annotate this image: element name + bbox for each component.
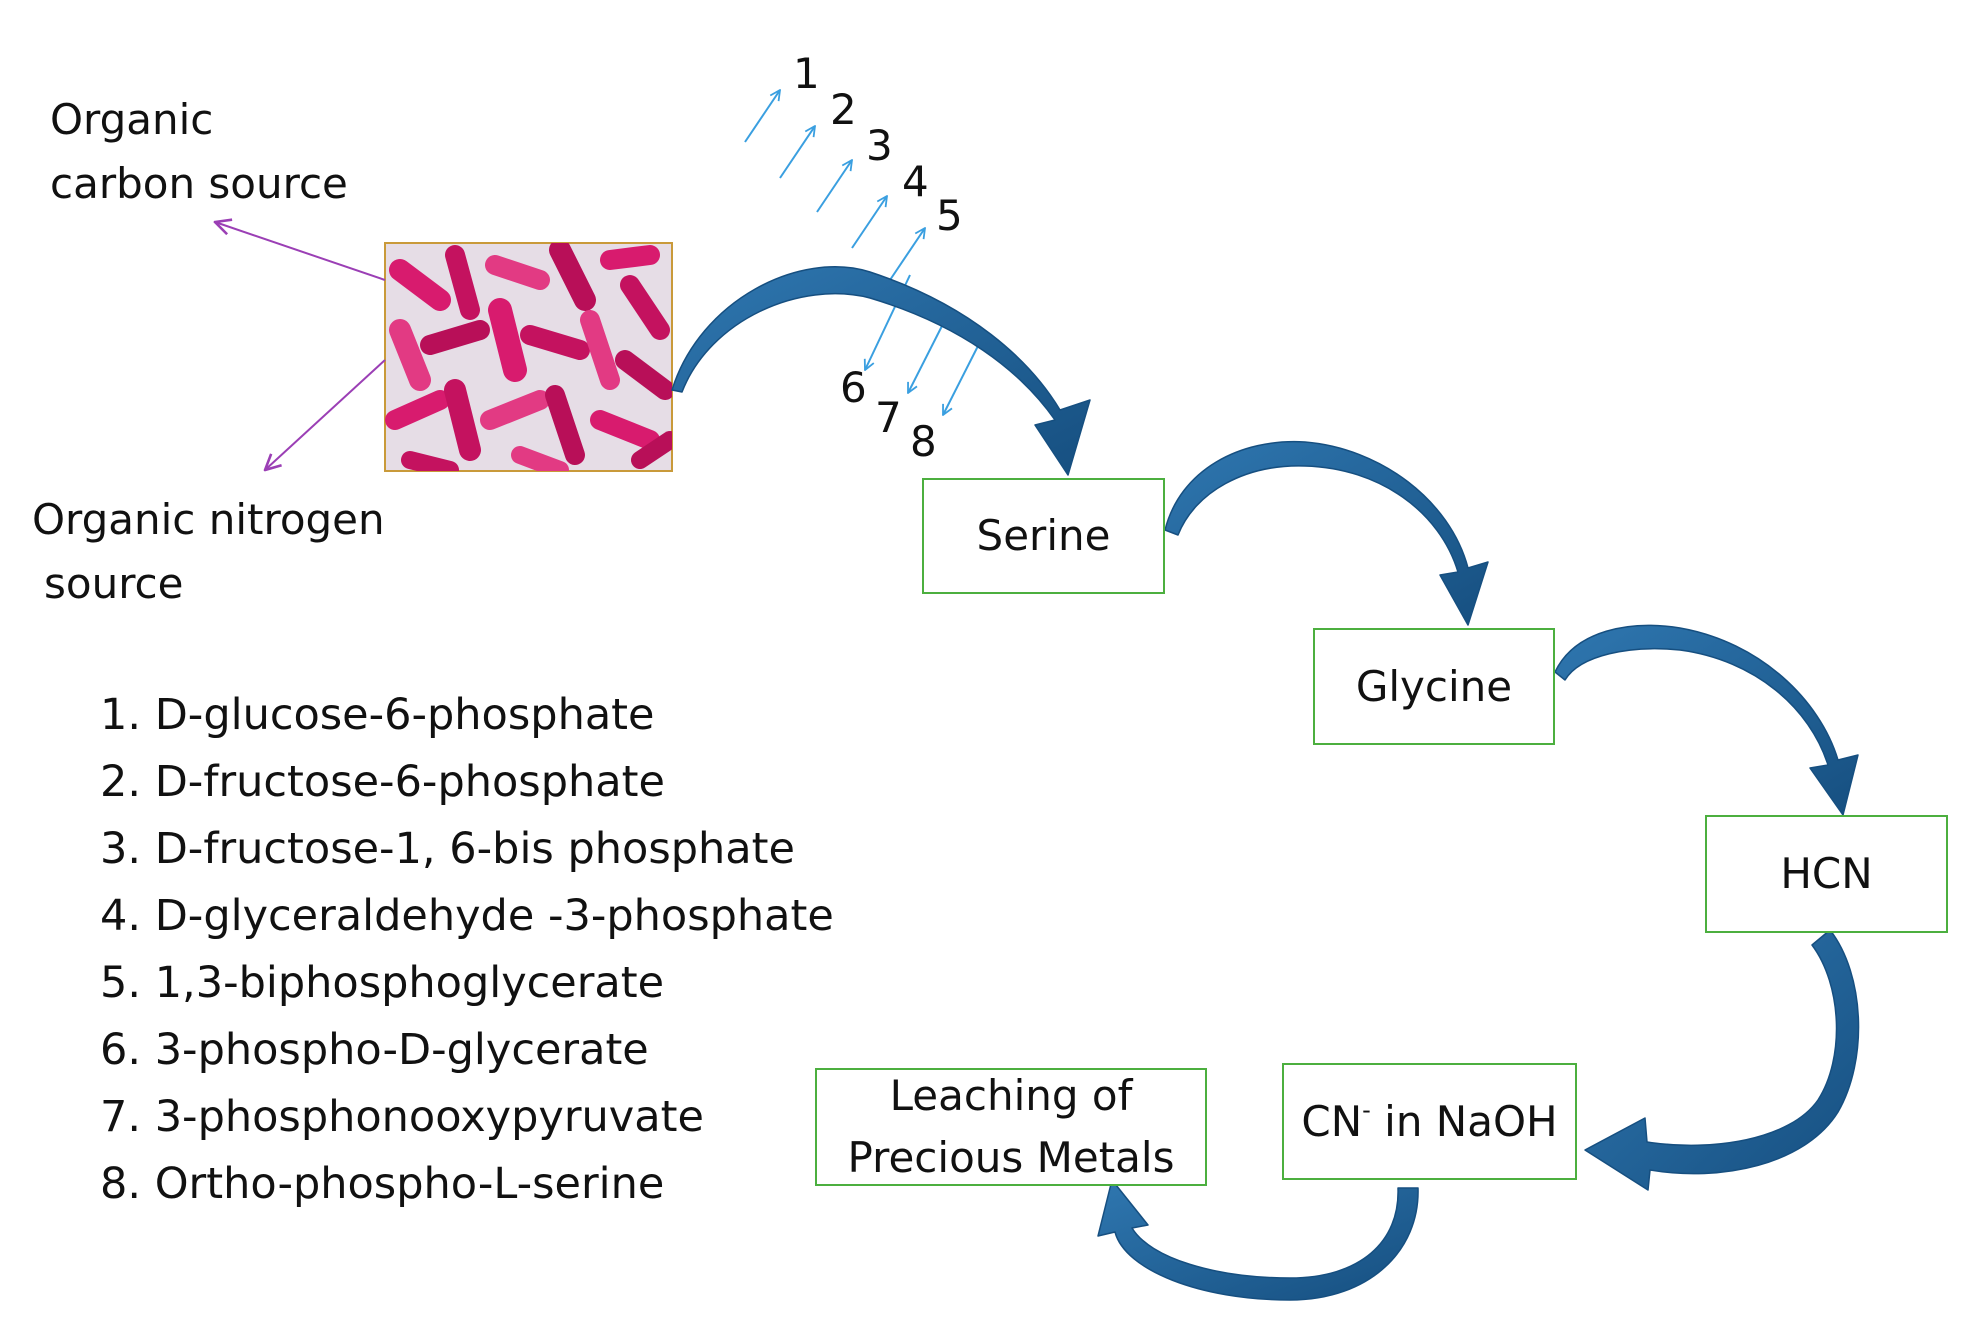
legend-item-5: 5. 1,3-biphosphoglycerate <box>100 958 665 1008</box>
step-number-5: 5 <box>936 191 963 240</box>
cn-base-text: CN <box>1301 1096 1363 1146</box>
legend-item-2: 2. D-fructose-6-phosphate <box>100 757 665 807</box>
serine-arrow-7 <box>908 319 946 393</box>
curved-arrow-serine-to-glycine <box>1164 440 1489 626</box>
curved-arrow-hcn-to-cn <box>1584 929 1860 1191</box>
organic-carbon-source-label: Organic carbon source <box>50 88 348 216</box>
leaching-label-line1: Leaching of <box>889 1071 1133 1120</box>
bacteria-micrograph-image <box>384 242 673 472</box>
cn-superscript: - <box>1362 1095 1371 1124</box>
legend-item-7: 7. 3-phosphonooxypyruvate <box>100 1092 704 1142</box>
glycolysis-arrow-1 <box>744 90 780 143</box>
step-number-6: 6 <box>840 363 867 412</box>
leaching-label-line2: Precious Metals <box>847 1133 1175 1182</box>
step-number-7: 7 <box>875 393 902 442</box>
legend-item-4: 4. D-glyceraldehyde -3-phosphate <box>100 891 834 941</box>
step-number-3: 3 <box>866 121 893 170</box>
nitrogen-pointer-arrow <box>265 359 386 470</box>
hcn-label: HCN <box>1780 849 1873 898</box>
organic-nitrogen-source-label: Organic nitrogen source <box>32 488 385 616</box>
curved-arrow-bacteria-to-serine <box>671 266 1091 476</box>
serine-box: Serine <box>922 478 1165 594</box>
compound-legend: 1. D-glucose-6-phosphate 2. D-fructose-6… <box>100 682 834 1218</box>
nitrogen-label-line2: source <box>44 559 184 608</box>
glycolysis-arrow-3 <box>816 160 852 213</box>
step-number-4: 4 <box>902 157 929 206</box>
leaching-box: Leaching of Precious Metals <box>815 1068 1207 1186</box>
cn-in-naoh-box: CN- in NaOH <box>1282 1063 1577 1180</box>
step-number-2: 2 <box>830 85 857 134</box>
carbon-label-line1: Organic <box>50 95 214 144</box>
legend-item-6: 6. 3-phospho-D-glycerate <box>100 1025 649 1075</box>
glycolysis-arrows <box>744 90 981 415</box>
hcn-box: HCN <box>1705 815 1948 933</box>
glycolysis-arrow-4 <box>851 196 887 249</box>
serine-label: Serine <box>976 511 1111 560</box>
carbon-label-line2: carbon source <box>50 159 348 208</box>
legend-item-1: 1. D-glucose-6-phosphate <box>100 690 655 740</box>
cn-rest-text: in NaOH <box>1370 1096 1558 1146</box>
glycine-box: Glycine <box>1313 628 1555 745</box>
carbon-pointer-arrow <box>215 222 386 281</box>
serine-arrow-8 <box>943 341 981 415</box>
glycolysis-arrow-2 <box>779 126 815 179</box>
curved-arrow-cn-to-leaching <box>1097 1179 1419 1301</box>
glycine-label: Glycine <box>1355 661 1513 711</box>
glycolysis-arrow-5 <box>889 228 925 281</box>
step-number-1: 1 <box>793 49 820 98</box>
cn-in-naoh-label: CN- in NaOH <box>1301 1091 1557 1153</box>
nitrogen-label-line1: Organic nitrogen <box>32 495 385 544</box>
legend-item-3: 3. D-fructose-1, 6-bis phosphate <box>100 824 795 874</box>
legend-item-8: 8. Ortho-phospho-L-serine <box>100 1159 665 1209</box>
step-number-8: 8 <box>910 417 937 466</box>
curved-arrow-glycine-to-hcn <box>1554 624 1859 816</box>
